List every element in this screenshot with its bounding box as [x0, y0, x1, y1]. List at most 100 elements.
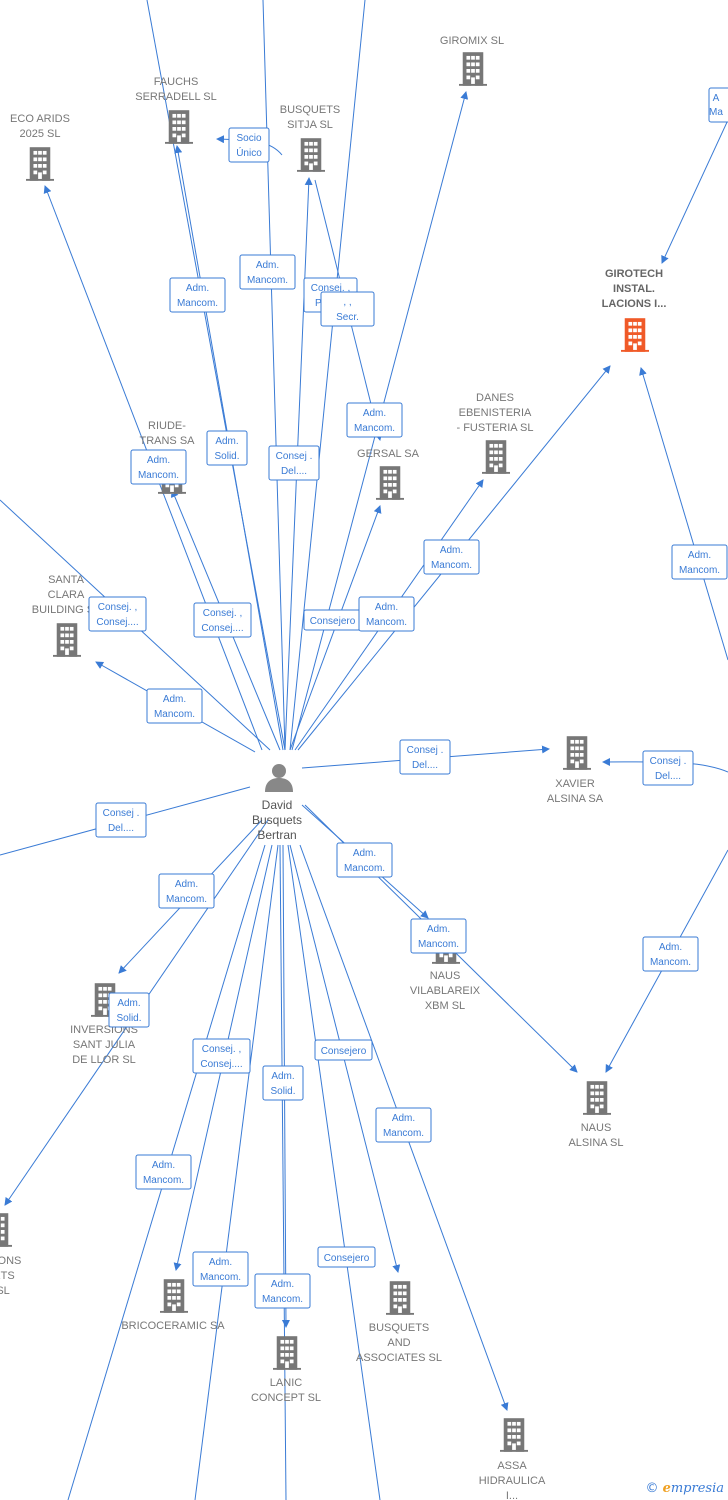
edge-label-text: Adm.Solid. — [214, 436, 239, 462]
building-icon — [583, 1081, 611, 1115]
edge-label-box — [399, 739, 451, 775]
edge-label-text: Adm.Mancom. — [354, 408, 395, 434]
edge-label-consej-del-2[interactable]: Consej .Del.... — [399, 739, 451, 775]
edge-label-adm-solid-3[interactable]: Adm.Solid. — [262, 1065, 304, 1101]
edge-line — [289, 0, 366, 751]
edge-label-box — [336, 842, 393, 878]
person-icon — [265, 764, 293, 792]
edge-label-adm-mancom-11[interactable]: Adm.Mancom. — [410, 918, 467, 954]
edge-label-adm-mancom-3[interactable]: Adm.Mancom. — [346, 402, 403, 438]
edge-label-text: Adm.Mancom. — [431, 545, 472, 571]
edge-label-box — [262, 1065, 304, 1101]
edge-line — [661, 119, 728, 264]
edge-label-adm-mancom-2[interactable]: Adm.Mancom. — [169, 277, 226, 313]
edge-label-box — [642, 750, 694, 786]
company-node-lanic[interactable] — [273, 1336, 301, 1370]
edge-label-box — [254, 1273, 311, 1309]
edge-label-adm-mancom-8[interactable]: Adm.Mancom. — [146, 688, 203, 724]
company-node-construccions[interactable] — [0, 1213, 12, 1247]
edge-label-box — [228, 127, 270, 163]
edge-label-box — [95, 802, 147, 838]
edge-label-box — [320, 291, 375, 327]
edge-label-adm-mancom-4[interactable]: Adm.Mancom. — [130, 449, 187, 485]
edge-label-text: Adm.Mancom. — [166, 879, 207, 905]
edge-label-adm-mancom-5[interactable]: Adm.Mancom. — [423, 539, 480, 575]
edge-label-text: Adm.Solid. — [270, 1071, 295, 1097]
company-node-busquets-sitja[interactable] — [297, 138, 325, 172]
edge-label-consej-consej-3[interactable]: Consej. ,Consej.... — [192, 1038, 251, 1074]
edge-label-text: Consejero — [324, 1253, 370, 1264]
edge-line — [262, 0, 286, 751]
building-icon — [459, 52, 487, 86]
edge-label-text: Adm.Solid. — [116, 998, 141, 1024]
edge-label-box — [268, 445, 320, 481]
edge-label-adm-mancom-12[interactable]: Adm.Mancom. — [642, 936, 699, 972]
company-node-giromix[interactable] — [459, 52, 487, 86]
edge-label-box — [358, 596, 415, 632]
company-label: GERSAL SA — [357, 448, 420, 460]
edge-label-adm-mancom-10[interactable]: Adm.Mancom. — [158, 873, 215, 909]
edge-label-adm-mancom-9[interactable]: Adm.Mancom. — [336, 842, 393, 878]
edge-label-adm-mancom-6[interactable]: Adm.Mancom. — [358, 596, 415, 632]
edge-label-consejero-1[interactable]: Consejero — [303, 609, 362, 631]
edge-label-consej-consej-2[interactable]: Consej. ,Consej.... — [193, 602, 252, 638]
edge-label-adm-mancom-13[interactable]: Adm.Mancom. — [375, 1107, 432, 1143]
company-node-gersal[interactable] — [376, 466, 404, 500]
edge-label-adm-mancom-15[interactable]: Adm.Mancom. — [192, 1251, 249, 1287]
edge-label-box — [239, 254, 296, 290]
edge-label-adm-mancom-7[interactable]: Adm.Mancom. — [671, 544, 728, 580]
edge-label-consej-del-4[interactable]: Consej .Del.... — [95, 802, 147, 838]
edge-label-adm-solid-2[interactable]: Adm.Solid. — [108, 992, 150, 1028]
edge-label-text: Adm.Mancom. — [200, 1257, 241, 1283]
company-node-assa[interactable] — [500, 1418, 528, 1452]
company-node-naus-alsina[interactable] — [583, 1081, 611, 1115]
edge-label-text: Adm.Mancom. — [143, 1160, 184, 1186]
edge-label-adm-mancom-1[interactable]: Adm.Mancom. — [239, 254, 296, 290]
company-node-busquets-assoc[interactable] — [386, 1281, 414, 1315]
edge-line — [287, 844, 381, 1500]
company-node-danes[interactable] — [482, 440, 510, 474]
edge-label-consejero-2[interactable]: Consejero — [314, 1039, 373, 1061]
edge-label-text: Consej .Del.... — [103, 808, 140, 834]
edge-label-box — [135, 1154, 192, 1190]
building-icon — [26, 147, 54, 181]
edge-label-box — [88, 596, 147, 632]
edge-label-text: Adm.Mancom. — [154, 694, 195, 720]
edge-label-consejero-3[interactable]: Consejero — [317, 1246, 376, 1268]
company-label: RIUDE-TRANS SA — [139, 420, 195, 447]
company-node-girotech[interactable] — [621, 318, 649, 352]
edge-label-text: Consej. ,Consej.... — [200, 1044, 242, 1070]
edge-label-adm-mancom-16[interactable]: Adm.Mancom. — [254, 1273, 311, 1309]
edge-label-text: Adm.Mancom. — [138, 455, 179, 481]
edge-label-adm-mancom-14[interactable]: Adm.Mancom. — [135, 1154, 192, 1190]
edge-label-consej-consej-1[interactable]: Consej. ,Consej.... — [88, 596, 147, 632]
edge-label-consej-del-1[interactable]: Consej .Del.... — [268, 445, 320, 481]
company-node-xavier[interactable] — [563, 736, 591, 770]
company-node-eco-arids[interactable] — [26, 147, 54, 181]
edge-label-text: Consej .Del.... — [650, 756, 687, 782]
company-node-santa-clara[interactable] — [53, 623, 81, 657]
company-node-bricoceramic[interactable] — [160, 1279, 188, 1313]
edge-label-adm-solid-1[interactable]: Adm.Solid. — [206, 430, 248, 466]
edge-label-consej-del-3[interactable]: Consej .Del.... — [642, 750, 694, 786]
building-icon — [53, 623, 81, 657]
brand-logo-e: e — [662, 1481, 671, 1496]
edge-label-box — [423, 539, 480, 575]
edge-label-text: Consejero — [310, 616, 356, 627]
company-node-fauchs[interactable] — [165, 110, 193, 144]
edge-label-secr[interactable]: , ,Secr. — [320, 291, 375, 327]
edge-label-box — [158, 873, 215, 909]
